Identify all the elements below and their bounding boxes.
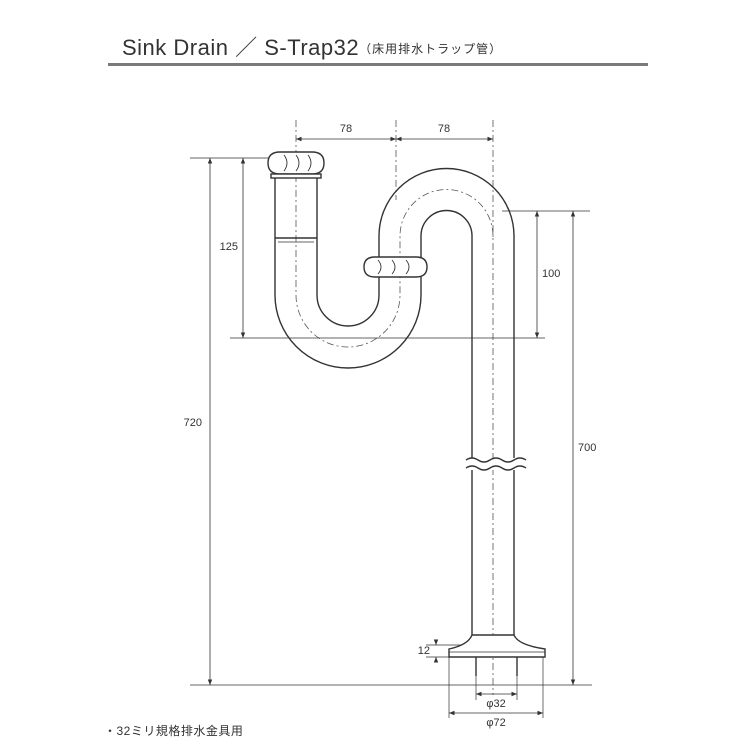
s-trap-pipe xyxy=(267,151,546,676)
label-offset-left: 78 xyxy=(340,123,352,135)
title-text: Sink Drain ／ S-Trap32 xyxy=(122,35,360,60)
label-flange-thickness: 12 xyxy=(418,645,430,657)
label-bend: 100 xyxy=(542,268,560,280)
extension-lines xyxy=(190,157,592,718)
label-total-right: 700 xyxy=(578,442,596,454)
dimension-labels: 78 78 125 720 100 700 12 φ32 φ72 xyxy=(184,123,597,729)
footnote: ・32ミリ規格排水金具用 xyxy=(104,724,244,738)
title-subtitle: （床用排水トラップ管） xyxy=(359,42,503,56)
label-pipe-diameter: φ32 xyxy=(486,698,505,710)
center-lines xyxy=(295,120,494,695)
header-divider xyxy=(108,63,648,66)
label-offset-right: 78 xyxy=(438,123,450,135)
page-title: Sink Drain ／ S-Trap32（床用排水トラップ管） xyxy=(122,30,502,62)
label-flange-diameter: φ72 xyxy=(486,717,505,729)
label-tailpiece: 125 xyxy=(220,241,238,253)
label-total-left: 720 xyxy=(184,417,202,429)
dimension-lines xyxy=(207,136,576,716)
